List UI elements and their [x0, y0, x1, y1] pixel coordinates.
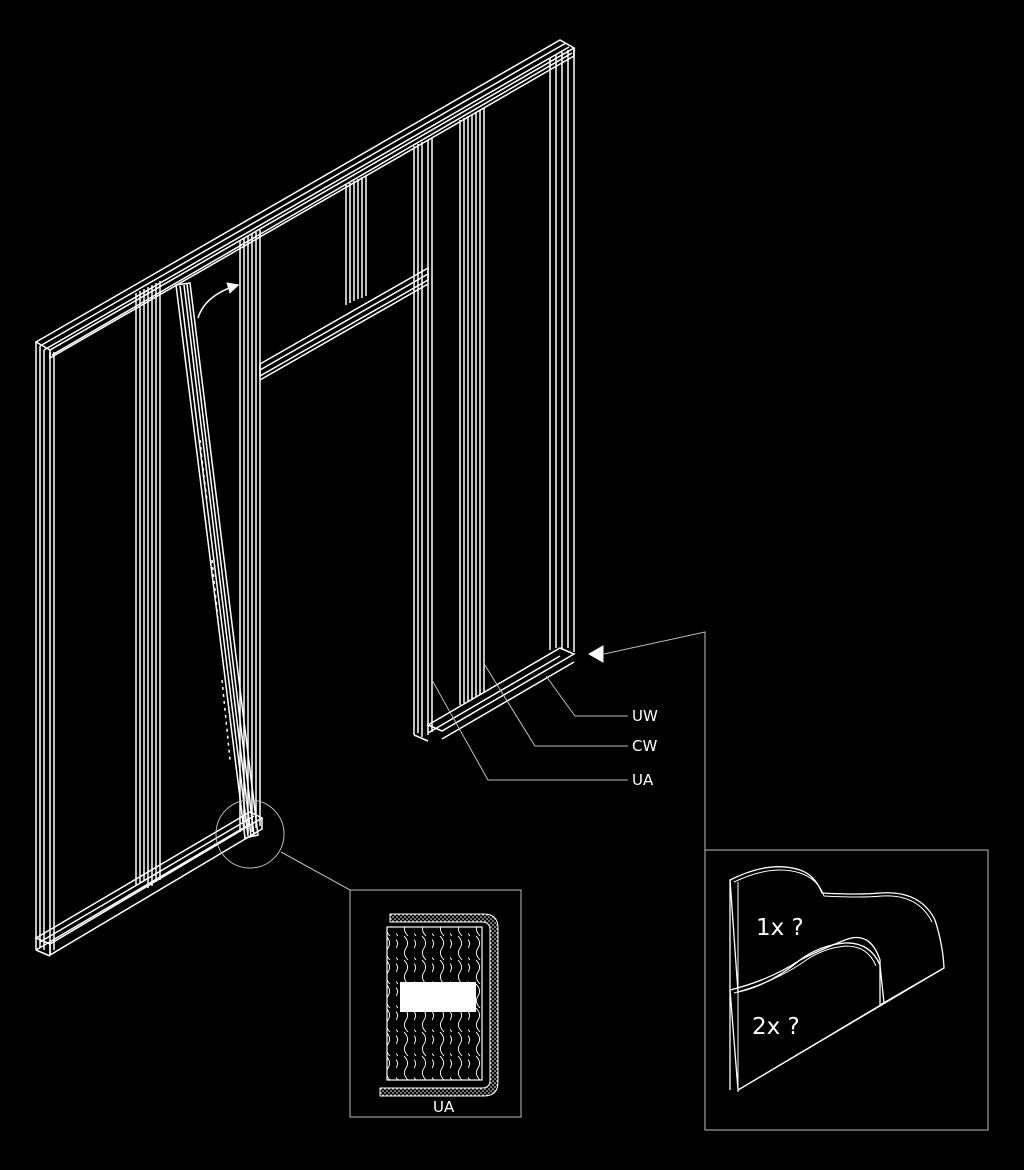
middle-stud [135, 281, 161, 888]
right-inner-stud [459, 108, 485, 705]
profile-callouts [431, 661, 628, 781]
ua-detail-panel: UA [349, 889, 522, 1118]
drywall-callout [587, 631, 706, 850]
top-track [34, 39, 576, 360]
bottom-track [34, 811, 264, 957]
drywall-leader [603, 631, 706, 850]
slot-insert [400, 982, 476, 1012]
ua-label: UA [632, 771, 654, 789]
board-layer-one [729, 866, 945, 1007]
cw-label: CW [632, 737, 657, 755]
drywall-detail-panel: 1x ? 2x ? [704, 849, 989, 1131]
right-frame-section [426, 48, 576, 740]
detail-caption: UA [433, 1098, 455, 1116]
ua-profile [379, 913, 499, 1097]
ua-leader [431, 679, 628, 781]
door-header-section [259, 138, 433, 742]
right-edge-stud [549, 48, 575, 652]
right-bottom-track [426, 647, 576, 732]
board-layer-two [729, 942, 885, 1092]
uw-leader [545, 675, 628, 717]
detail-circle [215, 799, 285, 869]
uw-label: UW [632, 707, 658, 725]
layer-one-label: 1x ? [756, 915, 804, 941]
tilted-stud [175, 282, 259, 839]
layer-two-label: 2x ? [752, 1014, 800, 1040]
left-frame-section [34, 39, 576, 957]
detail-circle-callout [215, 799, 351, 891]
right-jamb-stud [413, 138, 433, 742]
door-side-stud [239, 230, 261, 834]
left-edge-stud [35, 342, 55, 957]
cw-leader [482, 661, 628, 747]
pointer-arrow-icon [587, 645, 604, 663]
rotate-arrow-icon [197, 282, 240, 319]
cripple-stud [345, 175, 367, 305]
